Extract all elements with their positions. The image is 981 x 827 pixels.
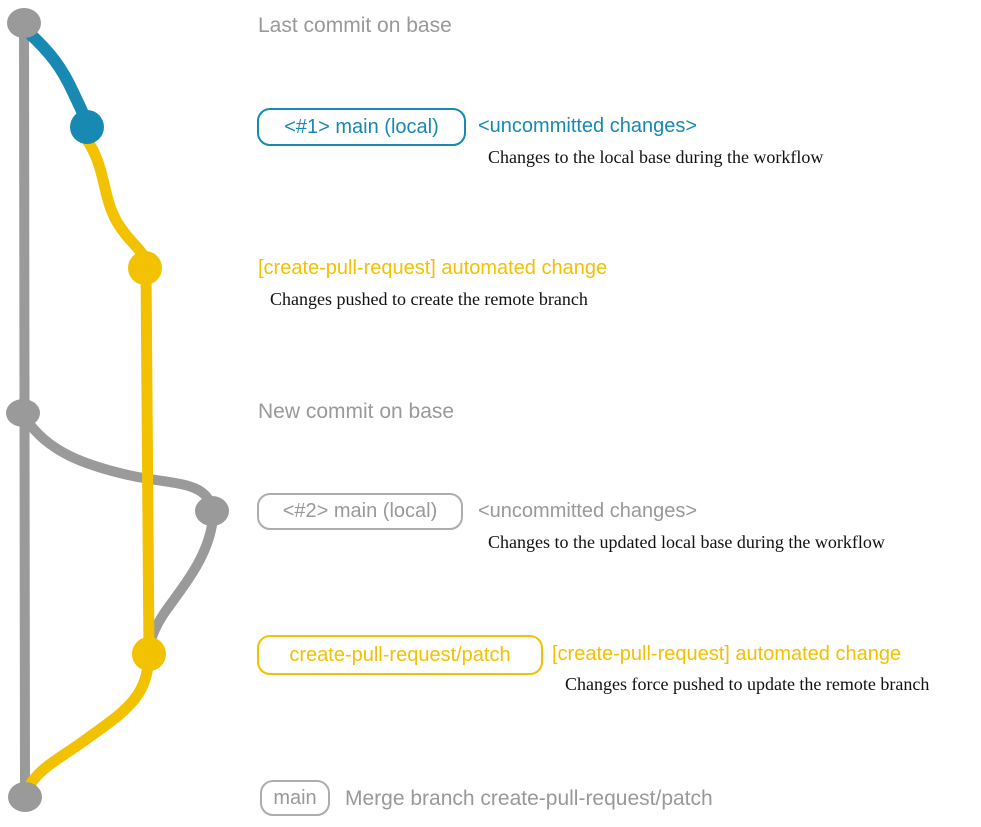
branch-badge-patch: create-pull-request/patch [257, 635, 543, 675]
uncommitted-changes-1-desc: Changes to the local base during the wor… [488, 147, 824, 167]
patch-merge-curve [21, 659, 154, 796]
branch-badge-main-local-2: <#2> main (local) [257, 493, 463, 530]
automated-change-2-desc: Changes force pushed to update the remot… [565, 674, 930, 694]
branch-badge-patch-label: create-pull-request/patch [289, 643, 511, 666]
branch-badge-main-label: main [273, 786, 317, 809]
commit-node-automated-1 [128, 251, 162, 285]
merge-commit-label: Merge branch create-pull-request/patch [345, 787, 713, 810]
last-commit-label: Last commit on base [258, 14, 452, 37]
branch-badge-main: main [260, 780, 330, 816]
git-graph-canvas [6, 8, 229, 812]
automated-change-1-label: [create-pull-request] automated change [258, 257, 608, 279]
automated-change-2-label: [create-pull-request] automated change [552, 643, 902, 665]
commit-node-merge [8, 782, 42, 812]
uncommitted-changes-1-label: <uncommitted changes> [478, 115, 698, 137]
updated-local-main-curve [21, 414, 217, 513]
force-push-curve [144, 520, 217, 655]
commit-node-local-main-1 [70, 110, 104, 144]
uncommitted-changes-2-label: <uncommitted changes> [478, 500, 698, 522]
commit-node-last-base [7, 8, 41, 38]
branch-badge-main-local-2-label: <#2> main (local) [282, 500, 438, 522]
new-commit-label: New commit on base [258, 400, 455, 423]
commit-node-automated-2 [132, 637, 166, 671]
automated-change-1-desc: Changes pushed to create the remote bran… [270, 289, 588, 309]
patch-branch-upper-curve [81, 134, 152, 268]
branch-badge-main-local-1-label: <#1> main (local) [284, 115, 439, 138]
commit-node-local-main-2 [195, 496, 229, 526]
commit-node-new-base [6, 399, 40, 427]
patch-branch-line [140, 267, 155, 654]
branch-badge-main-local-1: <#1> main (local) [257, 108, 466, 146]
uncommitted-changes-2-desc: Changes to the updated local base during… [488, 532, 885, 552]
